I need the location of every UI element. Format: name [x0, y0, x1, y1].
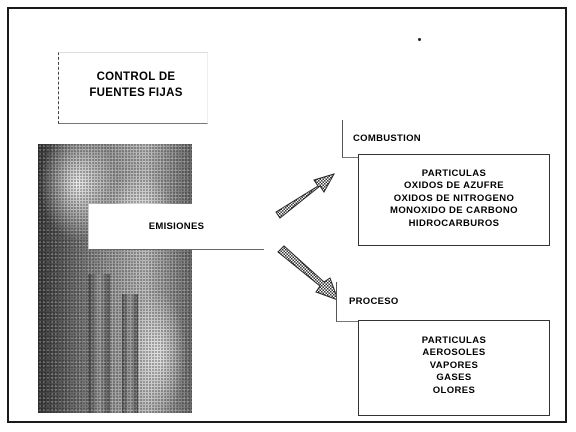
list-item: VAPORES [429, 359, 479, 371]
list-item: OXIDOS DE AZUFRE [404, 180, 504, 192]
list-item: MONOXIDO DE CARBONO [390, 205, 518, 217]
title-box: CONTROL DE FUENTES FIJAS [58, 52, 208, 124]
proceso-node: PROCESO [336, 282, 426, 322]
list-item: PARTICULAS [421, 168, 487, 179]
photo-texture [38, 144, 192, 413]
list-item: OLORES [432, 384, 476, 396]
proceso-emissions-list: PARTICULAS AEROSOLES VAPORES GASES OLORE… [358, 320, 550, 416]
list-item: OXIDOS DE NITROGENO [393, 192, 515, 204]
emisiones-node: EMISIONES [88, 204, 264, 250]
combustion-label: COMBUSTION [353, 133, 421, 144]
stray-dot [418, 38, 421, 41]
combustion-node: COMBUSTION [342, 120, 436, 158]
proceso-label: PROCESO [349, 296, 399, 307]
diagram-title: CONTROL DE FUENTES FIJAS [89, 71, 183, 99]
combustion-emissions-list: PARTICULAS OXIDOS DE AZUFRE OXIDOS DE NI… [358, 154, 550, 246]
emisiones-label: EMISIONES [148, 221, 205, 232]
smokestack-photo [38, 144, 192, 413]
smokestack-left [88, 274, 110, 413]
list-item: PARTICULAS [421, 335, 487, 346]
list-item: GASES [436, 372, 472, 384]
list-item: AEROSOLES [422, 347, 486, 359]
smokestack-right [122, 294, 138, 413]
list-item: HIDROCARBUROS [408, 217, 500, 229]
